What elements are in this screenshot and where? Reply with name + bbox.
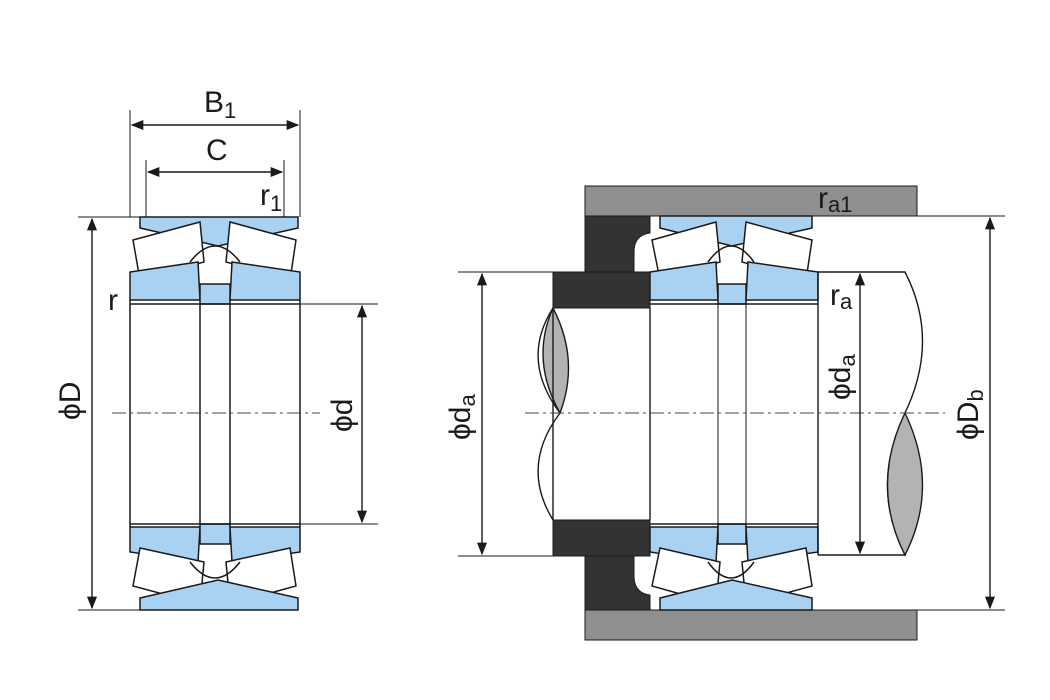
label-phi-d-bore: ϕd (326, 399, 359, 433)
right-lower-section (649, 523, 819, 611)
label-r: r (108, 284, 118, 317)
label-r1: r1 (260, 179, 282, 216)
left-extension-lines (78, 110, 378, 611)
label-b1: B1 (204, 86, 236, 123)
right-bore-lines (650, 272, 819, 555)
left-dimension-lines (86, 119, 368, 610)
housing-top (584, 185, 918, 217)
right-upper-spacer (717, 283, 747, 305)
left-lower-cage (189, 561, 241, 579)
shaft-left-section (542, 306, 570, 415)
housing (584, 185, 918, 641)
shaft-right-section (886, 411, 924, 557)
shaft-collar-bottom (552, 519, 651, 557)
right-dimension-lines (476, 216, 996, 610)
right-upper-section (649, 215, 819, 305)
label-ra1: ra1 (818, 182, 852, 217)
right-upper-cage (707, 245, 755, 263)
right-lower-spacer (717, 523, 747, 545)
left-lower-section (129, 523, 301, 611)
right-lower-cage (707, 561, 755, 579)
outer-spacer-bottom (584, 555, 651, 611)
right-extension-lines (458, 215, 1005, 611)
label-ra: ra (830, 279, 853, 314)
label-phi-d-outer: ϕD (54, 382, 87, 420)
spacer-rings (552, 215, 651, 611)
housing-bottom (584, 609, 918, 641)
outer-spacer-top (584, 215, 651, 273)
label-phi-da-left: ϕda (444, 394, 480, 441)
left-lower-outer-cup (139, 579, 299, 611)
label-phi-db: ϕDb (952, 389, 988, 440)
label-c: C (206, 134, 228, 167)
left-upper-cage (189, 245, 241, 263)
right-lower-outer-cup (659, 579, 813, 611)
right-mounting-view: ra1 ra ϕda ϕda ϕDb (444, 182, 1005, 641)
left-upper-section (129, 216, 301, 305)
shaft (537, 271, 924, 557)
left-lower-spacer (199, 523, 231, 545)
left-bearing-view: B1 C r1 r ϕD ϕd (54, 86, 378, 611)
shaft-collar-top (552, 271, 651, 309)
label-phi-da-right: ϕda (824, 354, 860, 401)
left-upper-spacer (199, 283, 231, 305)
